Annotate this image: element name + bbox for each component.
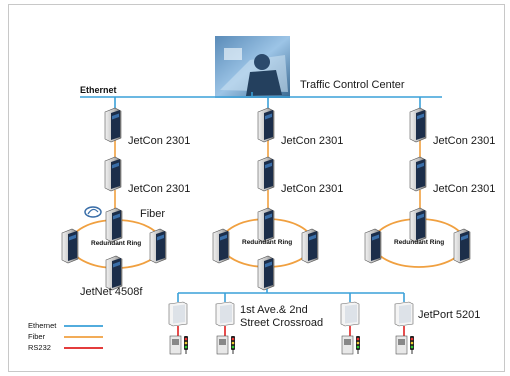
fiber-links: [114, 140, 421, 210]
bottom-ethernet: [177, 282, 405, 302]
jetcon-switches: [104, 107, 427, 192]
ring-label-3: Redundant Ring: [394, 239, 445, 246]
jetport-label: JetPort 5201: [418, 309, 481, 321]
ring-label-1: Redundant Ring: [91, 240, 142, 247]
fiber-connector-icon: [84, 206, 102, 218]
ethernet-label: Ethernet: [80, 85, 117, 95]
rs232-links: [177, 326, 405, 336]
traffic-cabinets: [169, 335, 415, 355]
legend-fiber: Fiber: [28, 332, 46, 341]
jetcon-label-1a: JetCon 2301: [128, 135, 191, 147]
jetnet-label: JetNet 4508f: [80, 286, 143, 298]
jetcon-label-2b: JetCon 2301: [281, 183, 344, 195]
jetcon-label-2a: JetCon 2301: [281, 135, 344, 147]
crossroad-label-line2: Street Crossroad: [240, 317, 324, 329]
fiber-label: Fiber: [140, 208, 166, 220]
legend-rs232: RS232: [28, 343, 51, 352]
jetcon-label-3b: JetCon 2301: [433, 183, 496, 195]
jetcon-label-3a: JetCon 2301: [433, 135, 496, 147]
crossroad-label-line1: 1st Ave.& 2nd: [240, 304, 308, 316]
legend-lines: [64, 325, 103, 349]
traffic-center-label: Traffic Control Center: [300, 79, 405, 91]
traffic-center-photo: [215, 36, 290, 98]
ring-label-2: Redundant Ring: [242, 239, 293, 246]
legend-ethernet: Ethernet: [28, 321, 57, 330]
jetcon-label-1b: JetCon 2301: [128, 183, 191, 195]
